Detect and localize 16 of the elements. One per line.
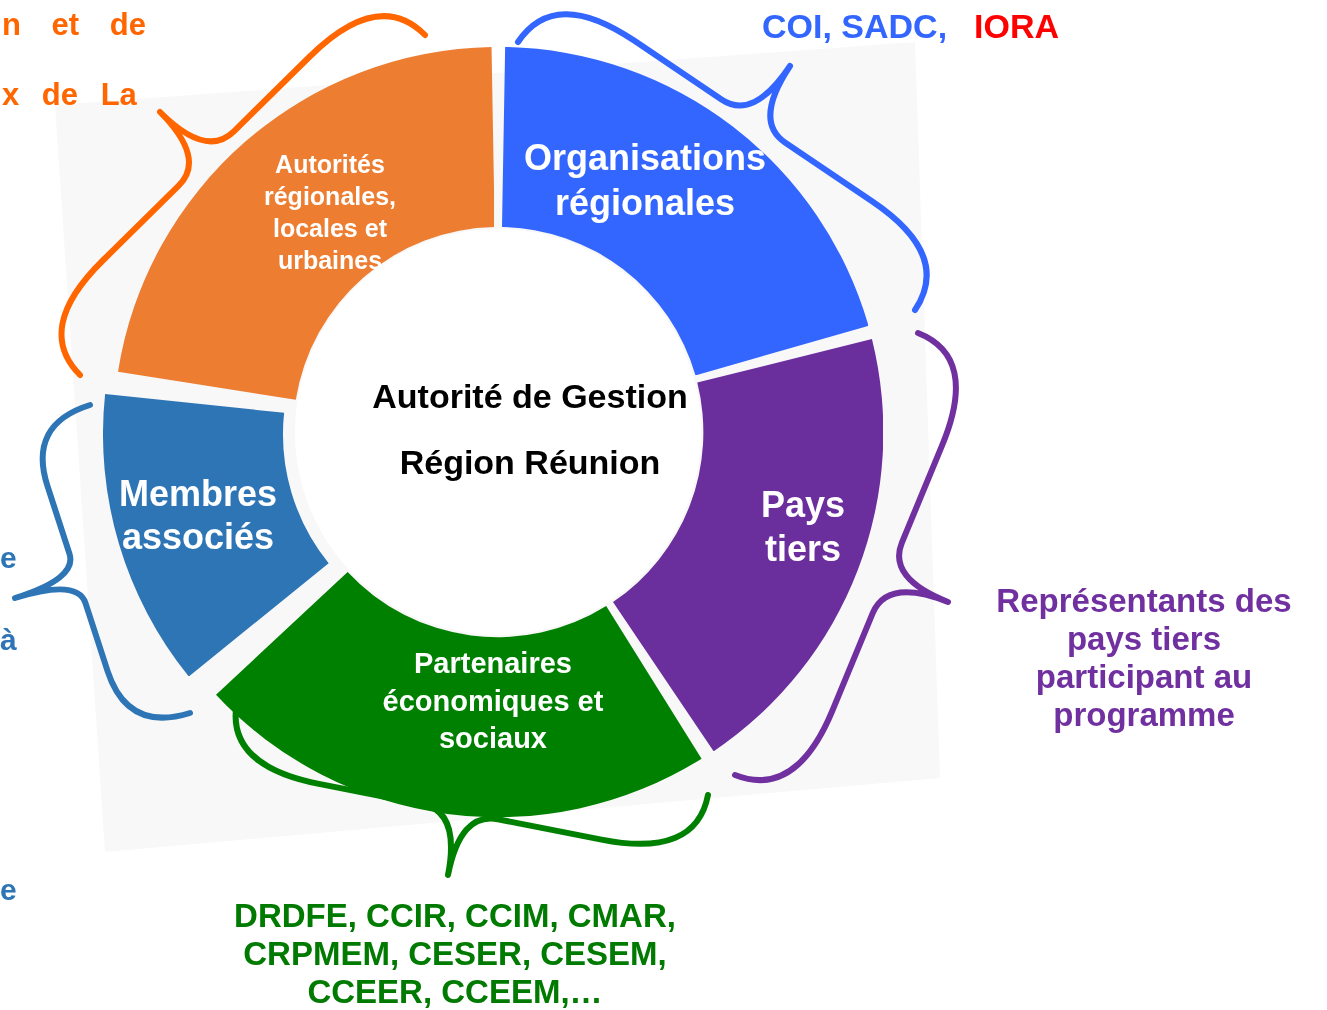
annotation-text: x de La <box>2 76 137 114</box>
annotation-text: DRDFE, CCIR, CCIM, CMAR, CRPMEM, CESER, CESEM, CCEER, CCEEM,… <box>233 897 677 1010</box>
annotation-text: Représentants des pays tiers participant au programme <box>995 582 1293 734</box>
center-title: Région Réunion <box>398 444 662 482</box>
segment-label: Autorités régionales, locales et urbaines <box>263 149 397 276</box>
annotation-text: e <box>0 540 17 576</box>
annotation-text: COI, SADC, <box>762 6 948 47</box>
annotation-text: IORA <box>974 6 1059 47</box>
annotation-text: e <box>0 872 17 908</box>
annotation-text: n et de <box>2 6 146 44</box>
segment-label: Partenaires économiques et sociaux <box>381 646 605 757</box>
annotation-text: à <box>0 622 17 658</box>
segment-label: Pays tiers <box>759 483 846 571</box>
segment-label: Membres associés <box>117 471 278 559</box>
segment-label: Organisations régionales <box>522 136 767 225</box>
center-title: Autorité de Gestion <box>371 378 689 416</box>
